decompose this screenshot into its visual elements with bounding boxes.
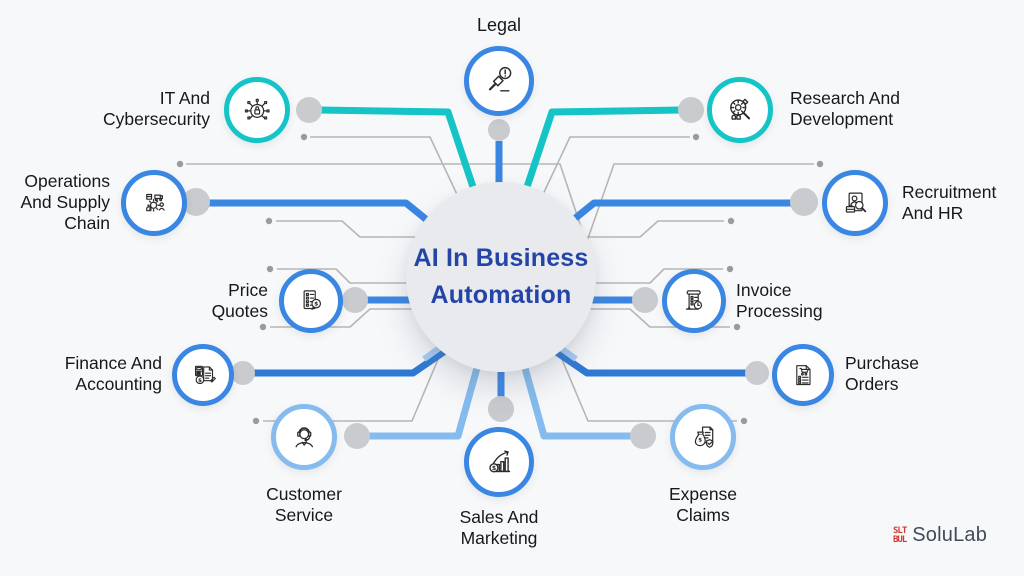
logo-mark-row: SLT (893, 525, 907, 536)
brand-logo: SLT BUL SoluLab (893, 524, 987, 547)
node-it-cybersecurity (224, 77, 290, 143)
expense-claims-icon: $ (694, 426, 714, 448)
node-legal (464, 46, 534, 116)
solulab-mark-icon: SLT BUL (893, 525, 907, 545)
sales-growth-chart-icon: $ (488, 450, 510, 473)
center-node: AI In Business Automation (406, 182, 596, 372)
finance-calculator-icon: $ (194, 365, 216, 385)
node-label-it-cybersecurity: IT And Cybersecurity (103, 88, 210, 129)
cybersecurity-lock-icon (244, 98, 270, 120)
recruitment-search-icon (845, 192, 867, 213)
customer-headset-icon (295, 427, 313, 448)
node-label-sales-marketing: Sales And Marketing (459, 507, 539, 548)
node-label-invoice-processing: Invoice Processing (736, 280, 823, 321)
research-magnifier-gear-icon (729, 98, 750, 120)
gavel-alert-icon (488, 66, 511, 92)
node-label-recruitment-hr: Recruitment And HR (902, 182, 997, 223)
node-label-purchase-orders: Purchase Orders (845, 353, 919, 394)
node-label-finance-accounting: Finance And Accounting (64, 353, 162, 394)
node-invoice-processing (662, 269, 726, 333)
node-recruitment-hr (822, 170, 888, 236)
svg-text:$: $ (315, 302, 319, 308)
node-expense-claims: $ (670, 404, 736, 470)
svg-text:$: $ (491, 465, 495, 472)
svg-text:$: $ (198, 378, 202, 384)
node-label-research-development: Research And Development (790, 88, 900, 129)
brand-name: SoluLab (912, 524, 988, 546)
supply-chain-icon (145, 193, 165, 212)
connector-lines (206, 106, 794, 440)
node-label-legal: Legal (476, 15, 522, 35)
node-label-expense-claims: Expense Claims (668, 484, 738, 525)
purchase-order-cart-icon (796, 365, 811, 385)
node-finance-accounting: $ (172, 344, 234, 406)
price-quotes-list-icon: $ (303, 290, 322, 311)
logo-mark-row: BUL (893, 534, 907, 545)
invoice-receipt-icon (686, 290, 703, 311)
center-title: AI In Business Automation (413, 243, 589, 310)
svg-text:$: $ (698, 437, 702, 443)
node-label-customer-service: Customer Service (266, 484, 342, 525)
node-research-development (707, 77, 773, 143)
node-purchase-orders (772, 344, 834, 406)
trace-dots (176, 133, 824, 425)
node-sales-marketing: $ (464, 427, 534, 497)
connector-dots (182, 97, 818, 449)
node-label-operations-supply-chain: Operations And Supply Chain (20, 171, 110, 233)
node-customer-service (271, 404, 337, 470)
node-operations-supply-chain (121, 170, 187, 236)
node-label-price-quotes: Price Quotes (211, 280, 268, 321)
node-price-quotes: $ (279, 269, 343, 333)
